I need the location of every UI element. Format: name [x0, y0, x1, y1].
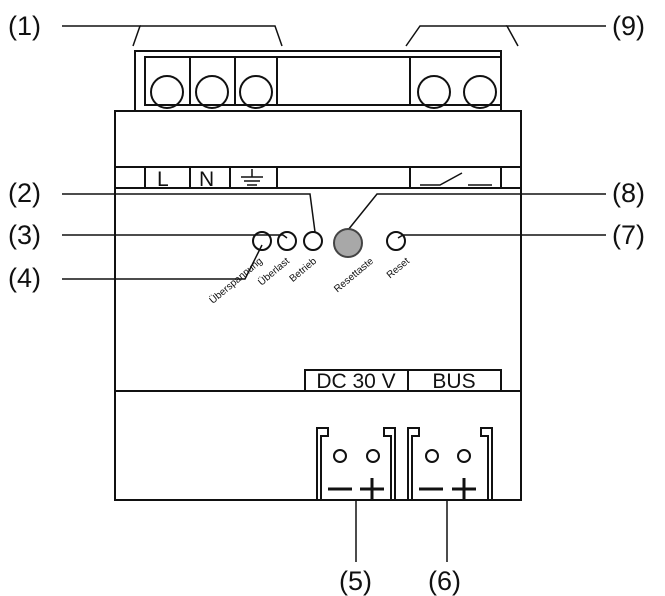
callout-8: (8): [612, 178, 645, 208]
bus-connector-right-latch: [480, 427, 493, 500]
label-reset: Reset: [385, 256, 412, 281]
leader-8: [347, 193, 606, 231]
label-resettaste: Resettaste: [332, 256, 376, 295]
callout-7: (7): [612, 220, 645, 250]
callout-6: (6): [428, 566, 461, 596]
leader-lines: [62, 25, 606, 562]
led-ueberlast-icon: [277, 231, 297, 251]
terminal-l-screw: [150, 75, 184, 109]
leader-9-left: [405, 25, 507, 47]
led-betrieb-icon: [303, 231, 323, 251]
blank-section: [276, 56, 411, 106]
leader-1-right: [140, 25, 283, 47]
leader-4: [62, 244, 263, 280]
leader-1-left: [62, 25, 142, 47]
callout-5: (5): [339, 566, 372, 596]
output-label-bus: BUS: [432, 370, 475, 393]
terminal-label-l: L: [157, 168, 169, 191]
callout-4: (4): [8, 263, 41, 293]
terminal-label-frame: [144, 166, 278, 189]
ground-symbol-icon: [241, 169, 263, 186]
indicator-panel: Überspannung Überlast Betrieb Resettaste…: [207, 228, 412, 306]
led-ueberspannung-icon: [252, 231, 272, 251]
output-labels: DC 30 V BUS: [304, 369, 502, 393]
callout-2: (2): [8, 178, 41, 208]
leader-9-right: [505, 25, 606, 47]
callout-3: (3): [8, 220, 41, 250]
leader-7: [397, 234, 606, 239]
leader-3: [62, 234, 288, 239]
callout-1: (1): [8, 11, 41, 41]
terminal-labels: L N: [144, 166, 502, 191]
output-label-dc: DC 30 V: [316, 370, 395, 393]
input-terminals: [144, 56, 411, 109]
terminal-n-screw: [195, 75, 229, 109]
dc-pin-minus-icon: [333, 449, 347, 463]
bus-connector-left-latch: [407, 427, 420, 500]
relay-terminals: [409, 56, 502, 109]
relay-screw-1: [417, 75, 451, 109]
bus-pin-minus-icon: [425, 449, 439, 463]
label-betrieb: Betrieb: [288, 256, 320, 285]
bus-label-frame: [407, 369, 502, 392]
led-reset-icon: [386, 231, 406, 251]
relay-screw-2: [463, 75, 497, 109]
dc-connector-right-latch: [383, 427, 396, 500]
dc-connector-left-latch: [316, 427, 329, 500]
terminal-label-n: N: [199, 168, 214, 191]
relay-label-frame: [409, 166, 502, 189]
callout-9: (9): [612, 11, 645, 41]
reset-button-icon[interactable]: [333, 228, 363, 258]
bus-pin-plus-icon: [457, 449, 471, 463]
terminal-pe-screw: [239, 75, 273, 109]
relay-terminal-box: [409, 56, 502, 106]
relay-switch-symbol-icon: [420, 172, 463, 186]
leader-2: [62, 193, 316, 233]
dc-pin-plus-icon: [366, 449, 380, 463]
bus-connector: [407, 427, 493, 500]
dc-connector: [316, 427, 396, 500]
